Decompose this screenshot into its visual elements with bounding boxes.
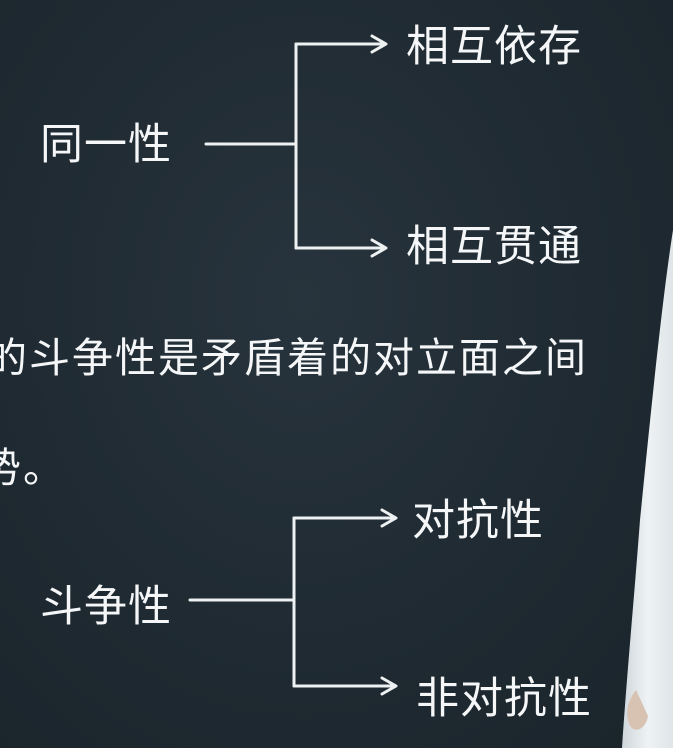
sentence-line-2: 势。: [0, 444, 66, 492]
identity-branch-mutual-penetration: 相互贯通: [406, 222, 582, 272]
struggle-root-label: 斗争性: [40, 582, 172, 632]
arrow-right-icon: [380, 676, 398, 696]
sentence-line-1: 的斗争性是矛盾着的对立面之间: [0, 334, 588, 382]
identity-branch-mutual-dependence: 相互依存: [406, 22, 582, 72]
arrow-right-icon: [380, 508, 398, 528]
struggle-branch-antagonistic: 对抗性: [412, 496, 544, 546]
struggle-branch-non-antagonistic: 非对抗性: [416, 674, 592, 724]
arrow-right-icon: [370, 34, 388, 54]
identity-root-label: 同一性: [40, 120, 172, 170]
arrow-right-icon: [370, 238, 388, 258]
